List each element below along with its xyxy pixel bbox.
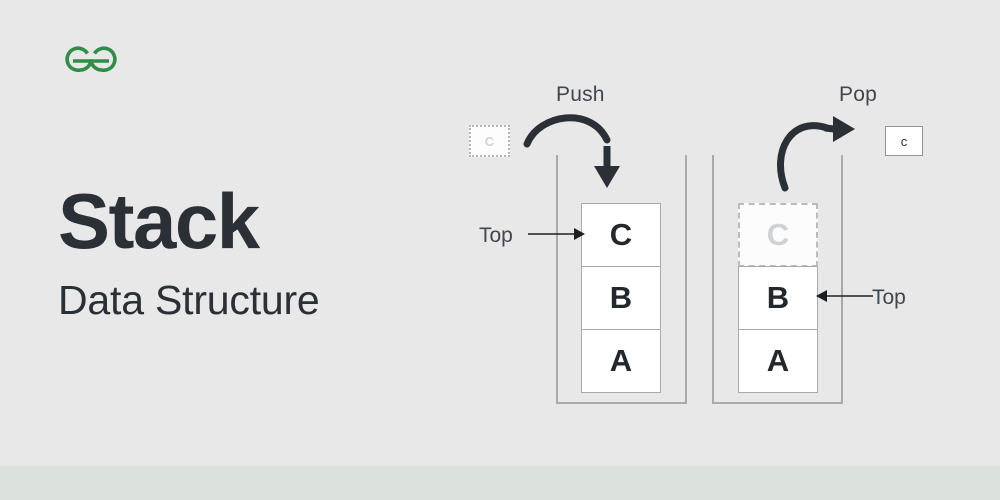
push-cell-bottom: A	[581, 329, 661, 393]
page-subtitle: Data Structure	[58, 277, 320, 323]
geeksforgeeks-logo-icon	[60, 42, 122, 80]
push-curved-arrow-icon	[521, 108, 631, 203]
pop-operation-label: Pop	[839, 83, 877, 106]
push-incoming-token: C	[469, 125, 510, 157]
pop-cell-top: B	[738, 266, 818, 330]
push-top-pointer-label: Top	[479, 224, 513, 247]
push-cell-middle: B	[581, 266, 661, 330]
push-operation-label: Push	[556, 83, 605, 106]
pop-top-pointer-arrow-icon	[815, 284, 873, 313]
push-stack-container	[556, 155, 687, 404]
pop-cell-removed: C	[738, 203, 818, 267]
pop-curved-arrow-icon	[769, 108, 869, 203]
push-top-pointer-arrow-icon	[528, 222, 586, 251]
bottom-accent-band	[0, 466, 1000, 500]
pop-outgoing-token: c	[885, 126, 923, 156]
page-title: Stack	[58, 177, 260, 265]
pop-stack-container	[712, 155, 843, 404]
pop-cell-bottom: A	[738, 329, 818, 393]
push-cell-top: C	[581, 203, 661, 267]
pop-top-pointer-label: Top	[872, 286, 906, 309]
